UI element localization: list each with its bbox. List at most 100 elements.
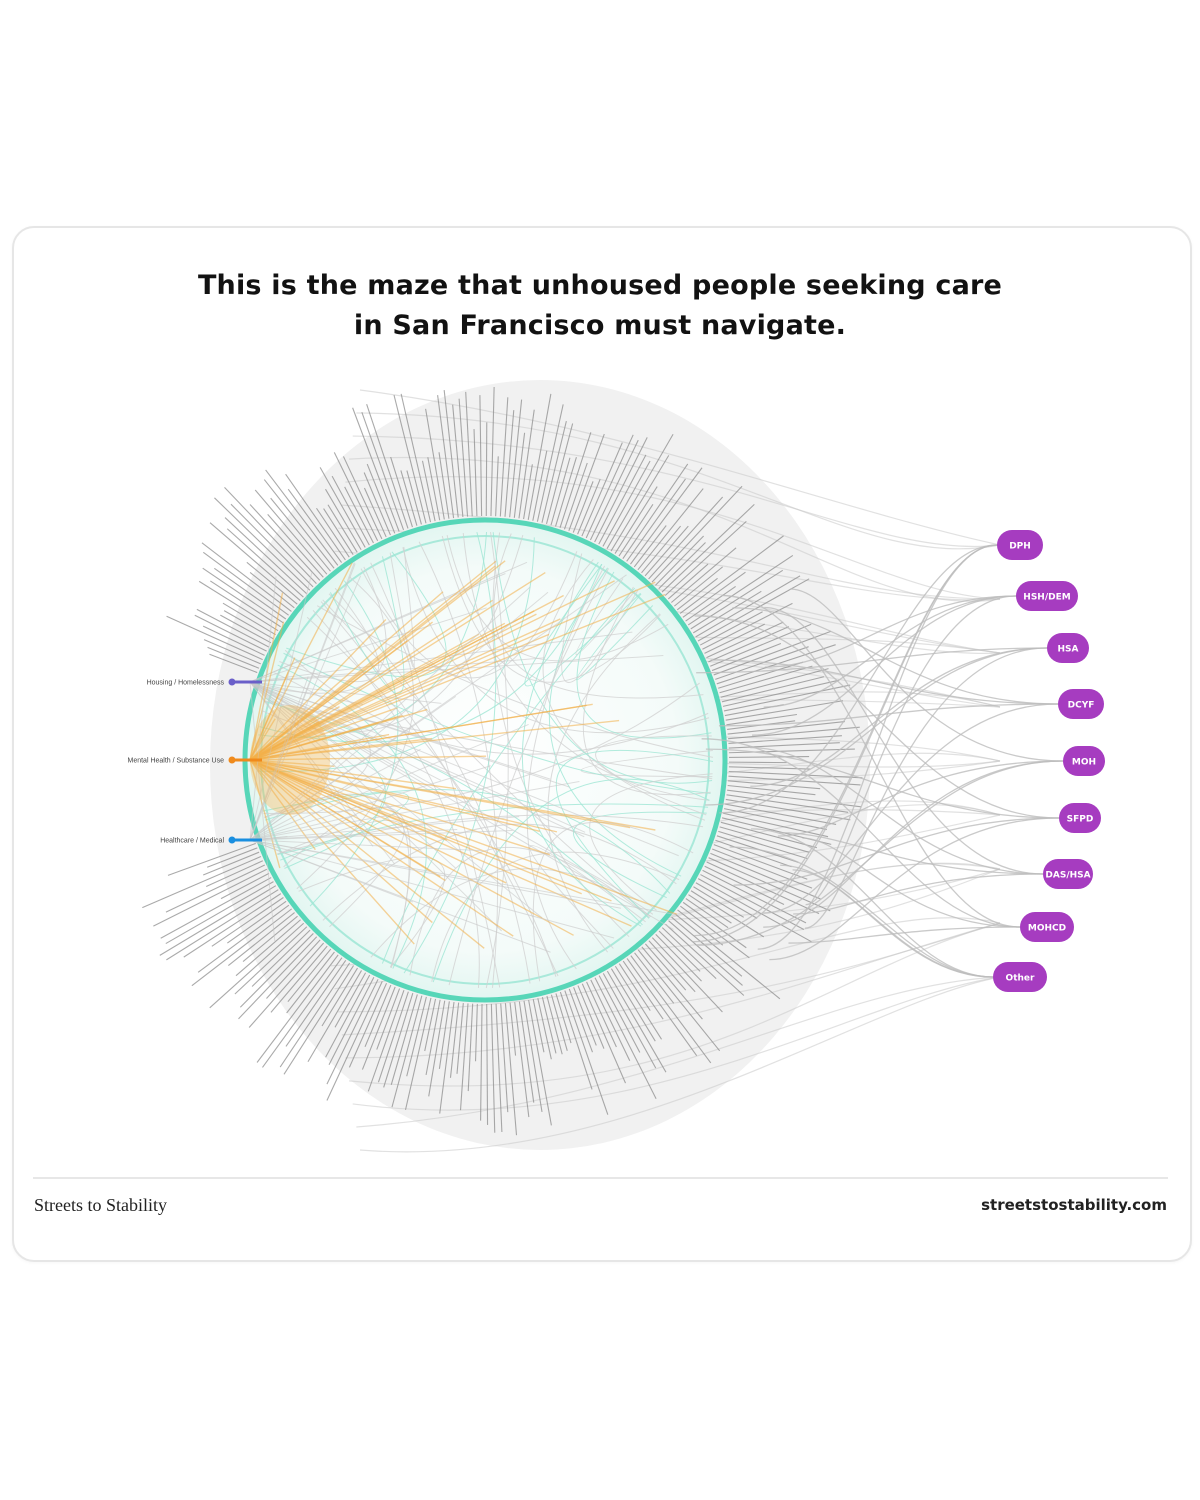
program-label-tick: [285, 960, 347, 1047]
agency-link: [750, 746, 1044, 875]
program-label-tick: [254, 489, 328, 575]
pathway-link: [249, 576, 277, 841]
agency-node[interactable]: HSA: [1047, 633, 1089, 663]
program-label-tick: [630, 467, 703, 565]
connector-arc: [338, 917, 1001, 1013]
program-label-tick: [728, 742, 840, 749]
program-label-tick: [196, 608, 270, 648]
program-label-tick: [710, 852, 821, 900]
pathway-dot: [228, 678, 236, 686]
program-label-tick: [713, 630, 832, 676]
program-label-tick: [634, 952, 675, 1004]
program-label-tick: [726, 713, 798, 726]
pathway-link: [249, 562, 353, 761]
program-label-tick: [167, 842, 256, 876]
pathway-link: [249, 759, 335, 767]
program-label-tick: [644, 943, 687, 991]
agency-link: [694, 544, 998, 937]
program-label-tick: [676, 577, 718, 611]
pathway-link: [249, 816, 520, 841]
agency-pill: [1058, 689, 1104, 719]
program-label-tick: [606, 433, 674, 549]
pathway-link: [249, 814, 357, 841]
pathway-link: [249, 759, 582, 895]
program-label-tick: [564, 990, 609, 1115]
program-label-tick: [577, 985, 605, 1049]
program-label-tick: [527, 393, 552, 520]
pathway-label: Healthcare / Medical: [160, 838, 224, 845]
agency-node[interactable]: MOH: [1063, 746, 1105, 776]
program-label-tick: [383, 992, 414, 1088]
pathway-link: [249, 839, 677, 916]
pathway-link: [249, 618, 561, 761]
program-label-tick: [726, 794, 849, 813]
agency-node[interactable]: DAS/HSA: [1043, 859, 1093, 889]
program-label-tick: [572, 481, 594, 533]
footer-url[interactable]: streetstostability.com: [981, 1196, 1167, 1214]
program-label-tick: [546, 995, 563, 1055]
agency-node[interactable]: MOHCD: [1020, 912, 1074, 942]
program-label-tick: [651, 485, 743, 583]
program-label-tick: [437, 395, 455, 519]
program-label-tick: [449, 1002, 460, 1078]
pathway-entry[interactable]: Housing / Homelessness: [147, 678, 262, 687]
agency-node[interactable]: HSH/DEM: [1016, 581, 1078, 611]
program-label-tick: [637, 949, 721, 1052]
agency-node-list: DPH HSH/DEM HSA DCYF MOH SFPD DAS/HSA MOHCD Othe…: [993, 530, 1105, 992]
program-label-tick: [614, 965, 663, 1040]
program-label-tick: [319, 467, 366, 548]
pathway-link: [249, 759, 514, 937]
agency-label: Other: [1006, 974, 1035, 984]
agency-link: [750, 647, 1048, 787]
agency-label: DCYF: [1068, 701, 1095, 711]
pathway-link: [249, 759, 507, 884]
agency-node[interactable]: DPH: [997, 530, 1043, 560]
program-label-tick: [728, 748, 855, 754]
program-label-tick: [235, 919, 301, 977]
pathway-link: [249, 621, 434, 761]
inner-chord: [402, 547, 710, 734]
program-label-tick: [723, 808, 827, 831]
program-label-tick: [361, 412, 405, 531]
program-label-tick: [363, 487, 387, 538]
pathway-link: [249, 580, 615, 761]
inner-chord: [431, 851, 680, 982]
program-label-tick: [377, 991, 409, 1083]
inner-chord: [328, 593, 531, 984]
program-label-tick: [699, 611, 763, 646]
program-label-tick: [514, 1002, 530, 1118]
pathway-entry[interactable]: Healthcare / Medical: [160, 836, 262, 845]
inner-chord: [446, 535, 669, 662]
inner-chord: [532, 821, 694, 982]
agency-pill: [997, 530, 1043, 560]
program-label-tick: [427, 457, 441, 521]
program-label-tick: [230, 503, 314, 588]
pathway-entry[interactable]: Mental Health / Substance Use: [128, 756, 263, 765]
agency-node[interactable]: Other: [993, 962, 1047, 992]
program-label-tick: [391, 995, 423, 1108]
pathway-link: [249, 829, 513, 841]
agency-node[interactable]: SFPD: [1059, 803, 1101, 833]
inner-chord: [286, 551, 447, 678]
agency-pill: [993, 962, 1047, 992]
program-label-tick: [706, 861, 820, 915]
program-label-tick: [541, 997, 557, 1054]
program-label-tick: [220, 614, 272, 644]
program-label-tick: [191, 908, 293, 987]
program-label-tick: [223, 610, 274, 640]
program-label-tick: [421, 460, 436, 522]
agency-link: [802, 837, 1021, 928]
program-label-tick: [265, 469, 339, 566]
program-label-tick: [728, 761, 787, 764]
program-label-tick: [400, 470, 418, 526]
program-label-tick: [658, 542, 706, 590]
program-label-tick: [685, 898, 729, 929]
program-label-tick: [550, 457, 571, 526]
agency-link: [751, 828, 994, 978]
agency-node[interactable]: DCYF: [1058, 689, 1104, 719]
program-label-tick: [495, 456, 499, 517]
agency-link: [733, 817, 1060, 886]
program-label-tick: [728, 735, 842, 744]
program-label-tick: [473, 429, 478, 517]
